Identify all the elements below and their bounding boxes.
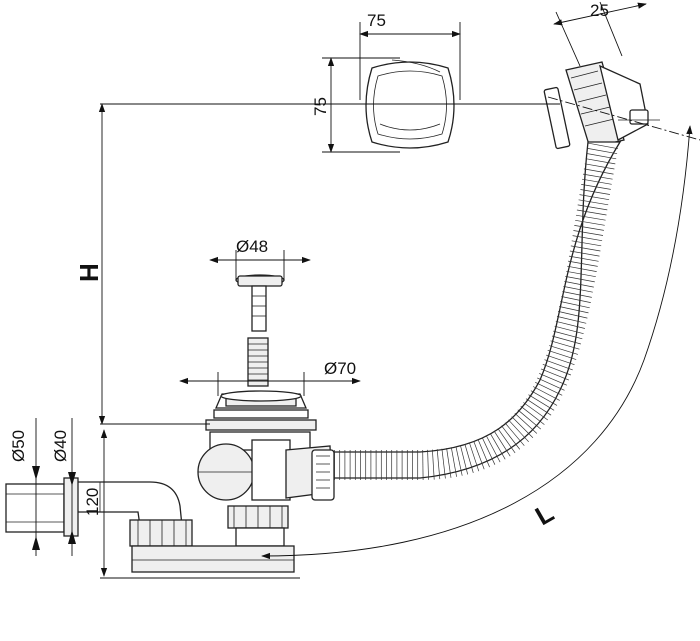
cap-height-label: 75	[311, 97, 330, 116]
outlet-outer-diameter-label: Ø50	[9, 430, 28, 462]
outlet-height-label: 120	[83, 488, 102, 516]
overflow-depth-dimension: 25	[553, 1, 647, 67]
length-label: L	[530, 497, 559, 531]
outlet-inner-diameter-dimension: Ø40	[51, 418, 76, 556]
plug-assembly	[235, 274, 285, 387]
height-dimension: H	[74, 103, 560, 425]
outlet-outer-diameter-dimension: Ø50	[9, 418, 40, 556]
outlet-height-dimension: 120	[83, 429, 108, 577]
cap-width-label: 75	[367, 11, 386, 30]
waste-diameter-label: Ø70	[324, 359, 356, 378]
hose-corrugation-ring	[575, 219, 605, 226]
waste-diameter-dimension: Ø70	[179, 359, 361, 396]
cap-width-dimension: 75	[359, 11, 461, 100]
waste-flange	[100, 390, 317, 431]
base-floor	[100, 545, 300, 579]
flexible-overflow-hose	[329, 141, 622, 481]
hose-corrugation-ring	[576, 209, 607, 216]
outlet-bend-pipe	[75, 481, 193, 547]
trap-body	[197, 431, 335, 547]
height-label: H	[74, 263, 104, 282]
hose-corrugation-ring	[575, 214, 606, 221]
outlet-inner-diameter-label: Ø40	[51, 430, 70, 462]
hose-corrugation-ring	[577, 204, 608, 211]
overflow-depth-label: 25	[590, 1, 609, 20]
overflow-housing	[543, 61, 660, 150]
plug-diameter-label: Ø48	[236, 237, 268, 256]
outlet-connector	[5, 477, 79, 537]
hose-corrugation-ring	[574, 225, 604, 231]
plug-diameter-dimension: Ø48	[209, 237, 311, 280]
